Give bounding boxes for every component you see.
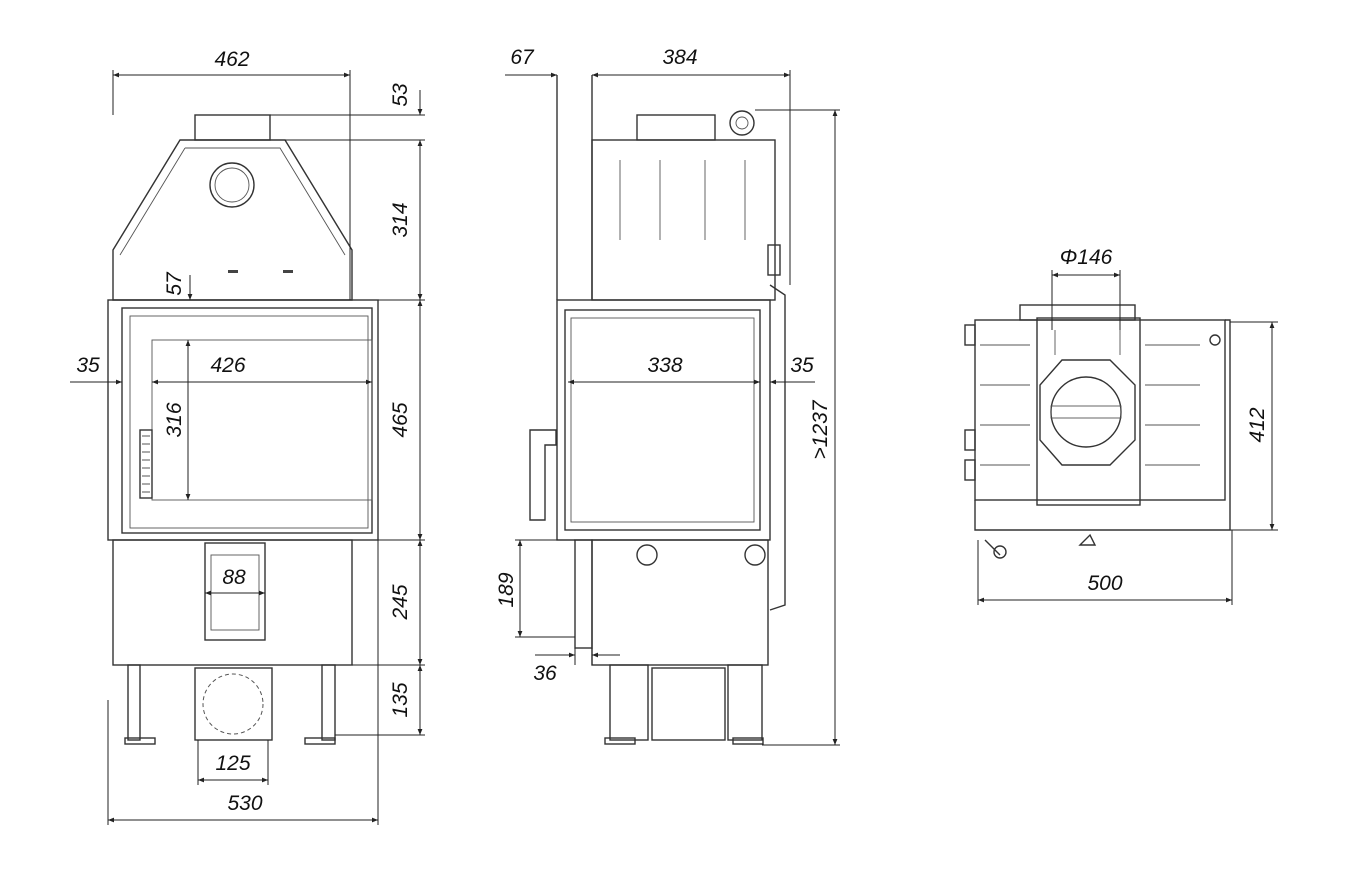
side-view <box>529 75 786 745</box>
top-view <box>964 304 1231 559</box>
dim-side-glass-width: 338 <box>647 354 682 377</box>
dim-total-width: 530 <box>227 792 262 815</box>
flue-outlet-icon <box>1050 376 1122 448</box>
door-handle <box>139 429 153 499</box>
dim-flue-height: 53 <box>389 83 412 107</box>
dim-door-height: 465 <box>389 402 412 437</box>
dim-flue-diameter: Φ146 <box>1060 246 1113 269</box>
dim-top-depth: 412 <box>1246 407 1269 442</box>
dim-base-height: 245 <box>389 584 412 620</box>
dim-width-top: 462 <box>214 48 249 71</box>
dim-side-side-offset: 35 <box>790 354 814 377</box>
dim-handle-offset: 36 <box>533 662 557 685</box>
dim-glass-width: 426 <box>210 354 245 377</box>
dim-handle-height: 189 <box>495 572 518 607</box>
flue-outlet-icon <box>209 162 255 208</box>
dim-rear-offset: 67 <box>510 46 535 69</box>
side-dimensions: 67 384 >1237 338 35 189 36 <box>495 46 840 746</box>
dim-leg-height: 135 <box>389 682 412 717</box>
air-inlet <box>194 667 273 741</box>
dim-side-offset: 35 <box>76 354 100 377</box>
top-dimensions: Φ146 412 500 <box>977 246 1278 605</box>
dim-door-top-offset: 57 <box>163 271 186 296</box>
dim-air-inlet-width: 125 <box>215 752 250 775</box>
front-view <box>107 114 379 745</box>
dim-hood-height: 314 <box>389 202 412 237</box>
dim-top-width: 500 <box>1087 572 1122 595</box>
front-dimensions: 462 53 314 465 245 135 426 35 316 57 88 … <box>70 48 425 825</box>
dim-glass-height: 316 <box>163 402 186 437</box>
dim-ash-width: 88 <box>222 566 246 589</box>
dim-total-height: >1237 <box>809 399 832 459</box>
dim-depth-top: 384 <box>662 46 697 69</box>
ash-box <box>204 542 266 641</box>
